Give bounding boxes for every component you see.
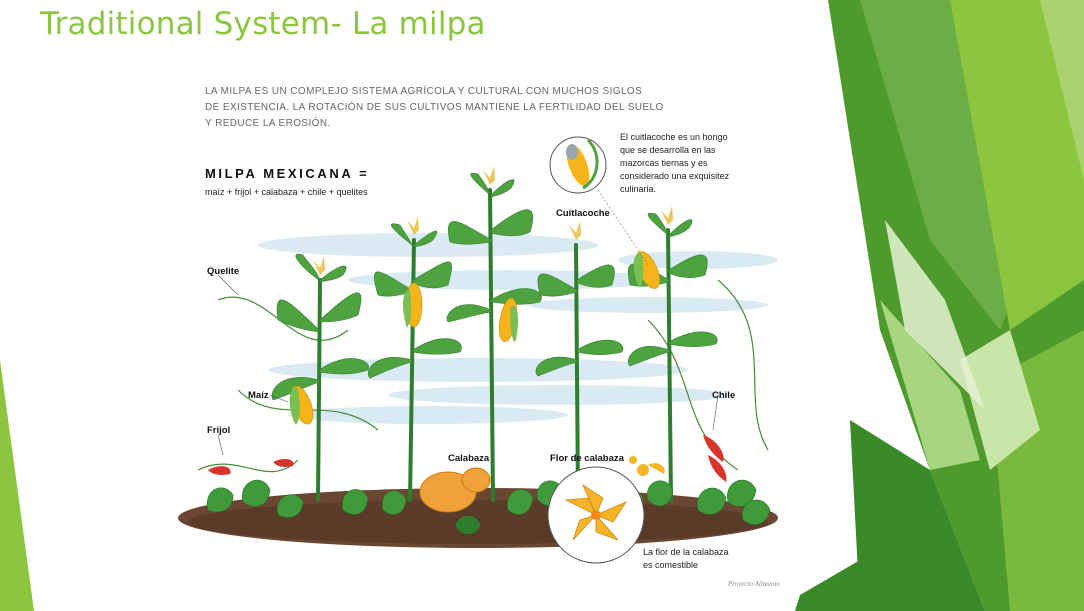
label-frijol: Frijol [207,425,231,436]
cuitlacoche-note-line: culinaria. [620,184,657,194]
image-credit: Proyecto Alimento [728,580,780,588]
slide-title: Traditional System- La milpa [40,6,486,42]
milpa-illustration [178,136,778,564]
cuitlacoche-note-line: mazorcas tiernas y es [620,158,708,168]
flor-note-line: La flor de la calabaza [643,547,729,557]
intro-line-3: Y REDUCE LA EROSIÓN. [205,118,331,129]
label-cuitlacoche: Cuitlacoche [556,208,610,219]
intro-text: LA MILPA ES UN COMPLEJO SISTEMA AGRÍCOLA… [205,84,675,132]
label-flor-de-calabaza: Flor de calabaza [550,453,624,464]
label-chile: Chile [712,390,736,401]
cuitlacoche-note-line: considerado una exquisitez [620,171,730,181]
milpa-heading: MILPA MEXICANA = [205,166,370,181]
flor-note-line: es comestible [643,560,699,570]
flor-note: La flor de la calabaza es comestible [643,546,729,572]
cuitlacoche-note-line: que se desarrolla en las [620,145,716,155]
cuitlacoche-note: El cuitlacoche es un hongo que se desarr… [620,131,729,196]
label-calabaza: Calabaza [448,453,490,464]
cuitlacoche-note-line: El cuitlacoche es un hongo [620,132,728,142]
intro-line-1: LA MILPA ES UN COMPLEJO SISTEMA AGRÍCOLA… [205,86,643,97]
intro-line-2: DE EXISTENCIA. LA ROTACIÓN DE SUS CULTIV… [205,102,664,113]
label-quelite: Quelite [207,266,240,277]
label-maiz: Maíz [248,390,269,401]
milpa-formula: maíz + frijol + calabaza + chile + queli… [205,187,368,197]
